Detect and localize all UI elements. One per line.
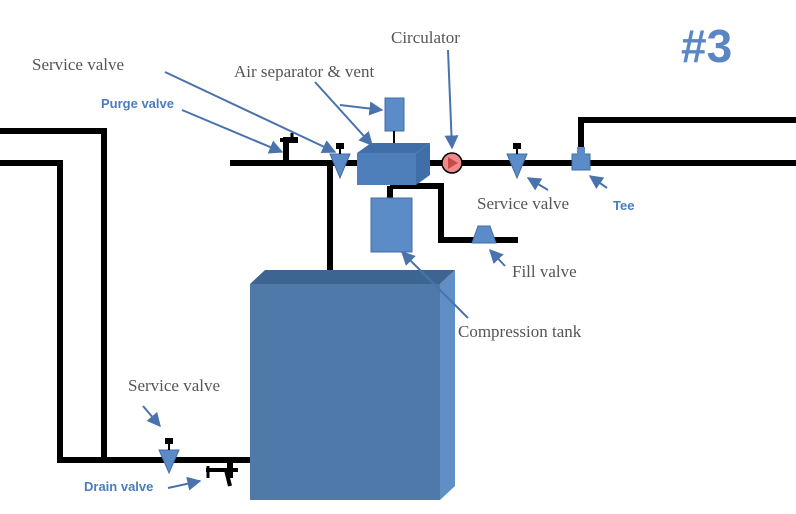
boiler-front [250,284,440,500]
arrow-circulator [444,49,459,150]
arrow-fill-valve [489,248,506,267]
return-pipe-inner [0,160,250,463]
arrow-purge-valve [181,109,284,154]
air-separator-top [357,143,430,153]
boiler [250,270,455,500]
tee-branch-pipe [578,117,796,163]
purge-valve [280,133,298,142]
air-vent [384,97,405,132]
label-air-separator-vent: Air separator & vent [234,62,374,81]
label-service-valve-right: Service valve [477,194,569,213]
boiler-top [250,270,455,284]
compression-tank [370,197,413,253]
return-pipe-outer [0,128,107,460]
label-service-valve-bottom: Service valve [128,376,220,395]
drain-valve [206,466,238,487]
label-compression-tank: Compression tank [458,322,582,341]
callout-arrows [142,49,608,491]
arrow-air-vent [339,101,384,116]
label-fill-valve: Fill valve [512,262,577,281]
air-separator [357,97,430,185]
arrow-service-valve-top [164,71,337,153]
arrow-service-valve-right [526,177,549,191]
arrow-service-valve-bottom [142,405,161,428]
tee-fitting [571,147,591,171]
service-valve-bottom [158,438,180,475]
circulator-pump [441,152,463,174]
arrow-drain-valve [167,476,202,491]
fill-valve [471,225,497,244]
label-service-valve-top: Service valve [32,55,124,74]
label-circulator: Circulator [391,28,460,47]
service-valve-right [506,143,528,180]
purge-stub [283,137,298,163]
arrow-tee [588,175,608,189]
arrow-air-separator [314,81,373,147]
label-drain-valve: Drain valve [84,479,153,494]
boiler-side [440,270,455,500]
label-tee: Tee [613,198,634,213]
air-separator-side [416,143,430,185]
label-purge-valve: Purge valve [101,96,174,111]
air-separator-body [357,153,416,185]
diagram-number: #3 [681,20,732,72]
service-valve-top [329,143,351,180]
arrow-compression-tank [401,251,469,319]
